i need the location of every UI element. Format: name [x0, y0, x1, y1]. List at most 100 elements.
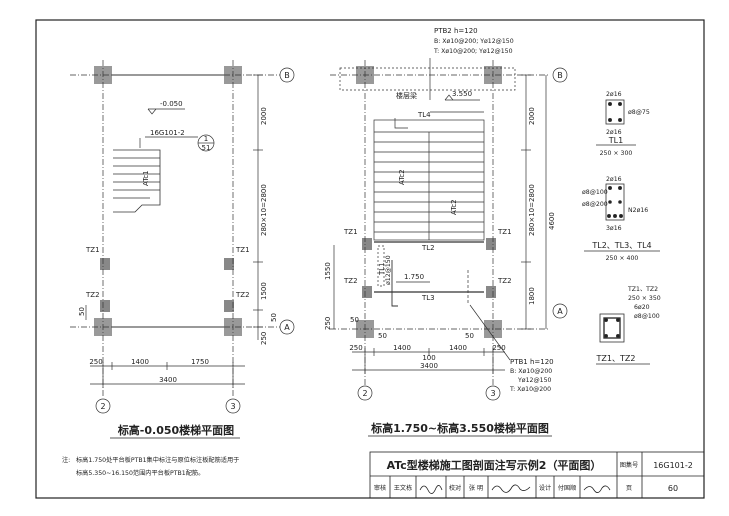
dim-h4: 1400: [393, 344, 411, 352]
ref-page: 51: [202, 144, 211, 152]
design-label: 设计: [539, 484, 551, 492]
grid-b-label: B: [284, 71, 290, 80]
ptb2-b: B: Xø10@200; Yø12@150: [434, 37, 514, 45]
tl2-side: N2ø16: [628, 207, 648, 214]
rebar-note: ø12@150: [384, 255, 392, 285]
tz2-left: TZ2: [85, 291, 100, 299]
grid-2-label: 2: [362, 389, 367, 398]
grid-b-label: B: [557, 71, 563, 80]
tz-note-1: TZ1、TZ2: [627, 286, 658, 293]
column: [362, 286, 372, 298]
tz-name: TZ1、TZ2: [596, 354, 636, 363]
tl2-top: 2ø16: [606, 176, 622, 183]
grid-a-label: A: [284, 323, 290, 332]
right-plan-text: B A 2 3 PTB2 h=120 B: Xø10@200; Yø12@150…: [324, 27, 563, 435]
tz2-right: TZ2: [235, 291, 250, 299]
ptb2-title: PTB2 h=120: [434, 27, 478, 35]
check-name: 张 明: [469, 484, 483, 492]
tl1-stirrup: ø8@75: [628, 108, 650, 116]
tz1-left: TZ1: [343, 228, 358, 236]
signature: [491, 484, 531, 493]
review-label: 审核: [374, 484, 386, 492]
dim-h4: 3400: [159, 376, 177, 384]
tl2-s1: ø8@100: [582, 188, 608, 196]
ptb1-title: PTB1 h=120: [510, 358, 554, 366]
ptb1-b2: Yø12@150: [517, 376, 551, 384]
dim-h1: 250: [89, 358, 102, 366]
atc2-a: ATc2: [398, 169, 406, 185]
ptb1-b1: B: Xø10@200: [510, 367, 552, 375]
column: [224, 300, 234, 312]
dim-v1: 2000: [528, 107, 536, 125]
atc2-b: ATc2: [450, 199, 458, 215]
grid-3-label: 3: [490, 389, 495, 398]
tl1-section: [605, 99, 625, 125]
note-prefix: 注:: [62, 456, 70, 464]
atlas-label: 图集号: [620, 461, 639, 469]
tl2-label: TL2: [421, 244, 435, 252]
tz-note-4: ø8@100: [634, 312, 660, 320]
tz1-right: TZ1: [497, 228, 512, 236]
tl4-label: TL4: [417, 111, 431, 119]
dim-h1: 50: [350, 316, 359, 324]
grid-a-label: A: [557, 307, 563, 316]
tz2-right: TZ2: [497, 277, 512, 285]
tz-note-3: 6ø20: [634, 304, 650, 311]
tl2-s2: ø8@200: [582, 200, 608, 208]
dim-v2: 280×10=2800: [528, 184, 536, 236]
title-block: [369, 451, 705, 499]
dim-v4: 1800: [528, 287, 536, 305]
level-label: -0.050: [160, 100, 183, 108]
tl2-bot: 3ø16: [606, 225, 622, 232]
page-label: 页: [626, 485, 632, 492]
ptb2-t: T: Xø10@200; Yø12@150: [433, 47, 513, 55]
tl1-label: TL1: [378, 262, 386, 276]
left-plan: [70, 60, 295, 414]
dim-v4: 50: [78, 307, 86, 316]
dim-h2b: 50: [465, 332, 474, 340]
tl3-label: TL3: [421, 294, 435, 302]
floor-beam-label: 楼层梁: [396, 91, 417, 100]
grid-2-label: 2: [100, 402, 105, 411]
dim-v5: 250: [260, 332, 268, 345]
column: [486, 286, 496, 298]
tl1-top: 2ø16: [606, 91, 622, 98]
beam-sections: [584, 99, 660, 365]
left-plan-caption: 标高-0.050楼梯平面图: [117, 423, 234, 437]
dim-v3: 1500: [260, 282, 268, 300]
column: [100, 300, 110, 312]
column: [224, 258, 234, 270]
ptb1-t: T: Xø10@200: [509, 385, 551, 393]
stair-code: ATc1: [142, 170, 150, 186]
page-no: 60: [668, 484, 678, 493]
grid-3-label: 3: [230, 402, 235, 411]
tl2-section: [605, 183, 625, 221]
note-line1: 标高1.750处平台板PTB1集中标注与原位标注板配筋适用于: [76, 456, 239, 464]
drawing-title: ATc型楼梯施工图剖面注写示例2（平面图）: [387, 458, 602, 472]
level-top: 3.550: [452, 90, 472, 98]
design-name: 付国顺: [558, 484, 577, 492]
title-block-text: ATc型楼梯施工图剖面注写示例2（平面图） 图集号 16G101-2 审核 王文…: [374, 458, 693, 493]
tz1-right: TZ1: [235, 246, 250, 254]
dim-h2: 1400: [131, 358, 149, 366]
tl1-size: 250 × 300: [600, 150, 633, 157]
check-label: 校对: [449, 484, 461, 492]
dim-l2: 250: [324, 317, 332, 330]
left-plan-text: B A 2 3 -0.050 16G101-2 1 51 ATc1 TZ1 TZ…: [78, 71, 290, 437]
dim-h3: 1750: [191, 358, 209, 366]
ref-code: 16G101-2: [150, 129, 185, 137]
signature: [419, 485, 443, 494]
column: [362, 238, 372, 250]
dim-v3: 4600: [548, 212, 556, 230]
sections-text: 2ø16 ø8@75 2ø16 TL1 250 × 300 2ø16 ø8@10…: [582, 91, 661, 363]
tl1-bot: 2ø16: [606, 129, 622, 136]
review-name: 王文栋: [394, 484, 413, 492]
tz2-left: TZ2: [343, 277, 358, 285]
dim-v1: 2000: [260, 107, 268, 125]
tl1-name: TL1: [608, 136, 623, 145]
column: [486, 238, 496, 250]
dim-v2: 280×10=2800: [260, 184, 268, 236]
tl2-size: 250 × 400: [606, 255, 639, 262]
signature: [583, 485, 611, 493]
